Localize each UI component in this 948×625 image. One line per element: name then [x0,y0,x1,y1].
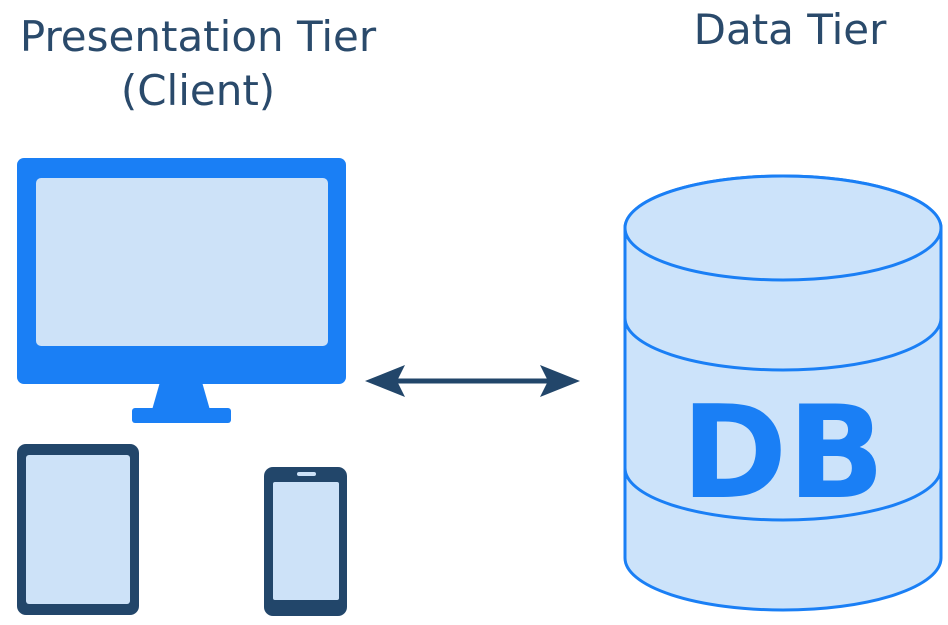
monitor-neck [152,382,210,410]
monitor-screen [36,178,328,346]
tablet-screen [26,455,130,604]
presentation-tier-title-line2: (Client) [120,66,276,115]
desktop-monitor-icon [17,158,346,423]
db-band-2 [623,467,943,522]
db-band-1 [623,317,943,372]
db-label: DB [681,379,885,528]
presentation-tier-title-line1: Presentation Tier [19,12,377,61]
arrow-head-left [365,365,405,397]
smartphone-icon [264,467,347,616]
database-cylinder-icon: DB [623,174,943,612]
db-top [623,174,943,282]
bidirectional-arrow-icon [365,365,580,397]
data-tier-title: Data Tier [693,5,887,54]
phone-speaker [297,472,316,476]
arrow-head-right [540,365,580,397]
tablet-icon [17,444,139,615]
phone-screen [273,482,339,600]
presentation-tier-title: Presentation Tier (Client) [0,10,396,118]
monitor-stand-base [132,408,231,423]
